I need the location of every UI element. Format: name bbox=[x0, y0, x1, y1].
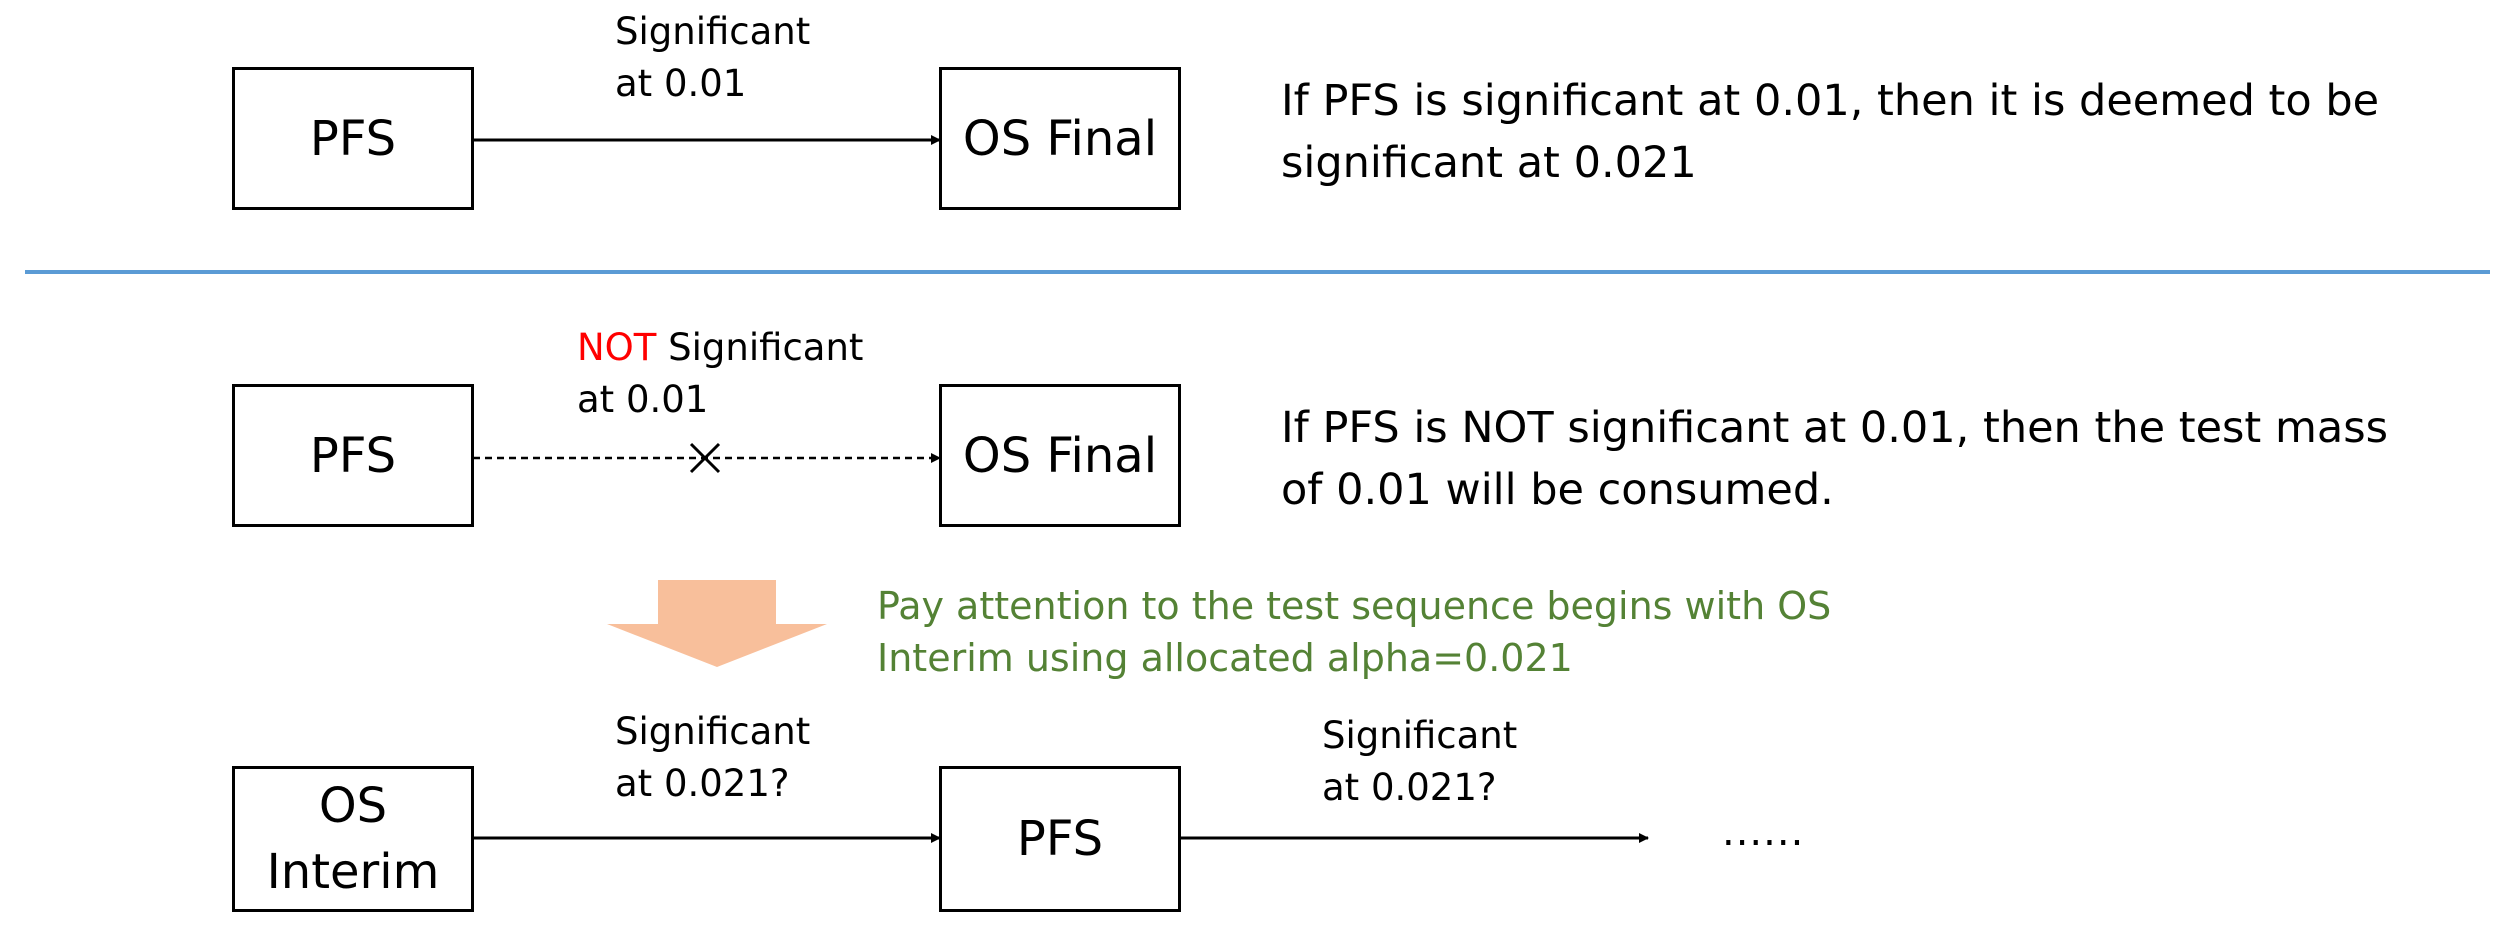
bottom-os-interim-line2: Interim bbox=[266, 844, 440, 900]
middle-edge-label: NOT Significant at 0.01 bbox=[577, 322, 863, 426]
bottom-edge2-label-line1: Significant bbox=[1322, 714, 1518, 757]
middle-pfs-box-label: PFS bbox=[309, 427, 397, 484]
top-edge-label: Significant at 0.01 bbox=[615, 6, 810, 110]
top-os-final-box-label: OS Final bbox=[962, 110, 1158, 167]
top-edge-label-line2: at 0.01 bbox=[615, 62, 747, 105]
middle-os-final-box-label: OS Final bbox=[962, 427, 1158, 484]
transition-note-line2: Interim using allocated alpha=0.021 bbox=[877, 636, 1573, 680]
bottom-pfs-box: PFS bbox=[939, 766, 1181, 912]
transition-note-line1: Pay attention to the test sequence begin… bbox=[877, 584, 1832, 628]
bottom-os-interim-box: OS Interim bbox=[232, 766, 474, 912]
middle-edge-label-line2: at 0.01 bbox=[577, 378, 709, 421]
negation-word: NOT bbox=[577, 326, 657, 369]
bottom-os-interim-line1: OS bbox=[318, 778, 388, 834]
middle-explanation-line2: of 0.01 will be consumed. bbox=[1281, 465, 1834, 515]
middle-explanation-line1: If PFS is NOT significant at 0.01, then … bbox=[1281, 403, 2388, 453]
top-explanation: If PFS is significant at 0.01, then it i… bbox=[1281, 70, 2379, 194]
bottom-edge1-label-line2: at 0.021? bbox=[615, 762, 790, 805]
middle-explanation: If PFS is NOT significant at 0.01, then … bbox=[1281, 397, 2388, 521]
middle-edge-label-rest: Significant bbox=[656, 326, 864, 369]
continuation-ellipsis: ...... bbox=[1722, 809, 1805, 855]
middle-os-final-box: OS Final bbox=[939, 384, 1181, 527]
top-pfs-box-label: PFS bbox=[309, 110, 397, 167]
top-edge-label-line1: Significant bbox=[615, 10, 811, 53]
cross-mark-icon bbox=[689, 442, 721, 474]
top-os-final-box: OS Final bbox=[939, 67, 1181, 210]
bottom-edge1-label-line1: Significant bbox=[615, 710, 811, 753]
middle-edge-label-line1: NOT Significant bbox=[577, 322, 863, 374]
bottom-edge2-label-line2: at 0.021? bbox=[1322, 766, 1497, 809]
down-arrow-icon bbox=[607, 580, 827, 667]
bottom-pfs-box-label: PFS bbox=[1016, 811, 1104, 867]
bottom-edge2-label: Significant at 0.021? bbox=[1322, 710, 1517, 814]
top-explanation-line2: significant at 0.021 bbox=[1281, 138, 1697, 188]
bottom-edge1-label: Significant at 0.021? bbox=[615, 706, 810, 810]
transition-note: Pay attention to the test sequence begin… bbox=[877, 580, 1831, 684]
top-explanation-line1: If PFS is significant at 0.01, then it i… bbox=[1281, 76, 2380, 126]
top-pfs-box: PFS bbox=[232, 67, 474, 210]
middle-pfs-box: PFS bbox=[232, 384, 474, 527]
